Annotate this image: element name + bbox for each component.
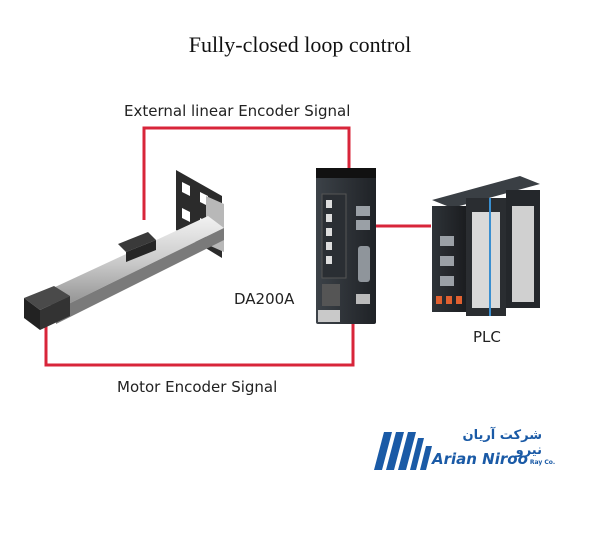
logo-english-name: Arian Niroo (432, 450, 528, 468)
servo-drive-image (316, 168, 376, 324)
motor-encoder-label: Motor Encoder Signal (117, 378, 278, 396)
linear-actuator-image (24, 170, 224, 330)
drive-label: DA200A (234, 290, 295, 308)
plc-image (432, 176, 540, 316)
logo-persian-text: شرکت آریان نیرو (462, 428, 542, 458)
plc-label: PLC (473, 328, 501, 346)
external-encoder-wire (142, 126, 351, 220)
motor-encoder-wire (44, 322, 355, 367)
logo-suffix: Ray Co. (529, 459, 556, 466)
external-encoder-label: External linear Encoder Signal (124, 102, 351, 120)
diagram-title: Fully-closed loop control (188, 32, 412, 57)
arian-niroo-logo-mark (374, 432, 432, 470)
